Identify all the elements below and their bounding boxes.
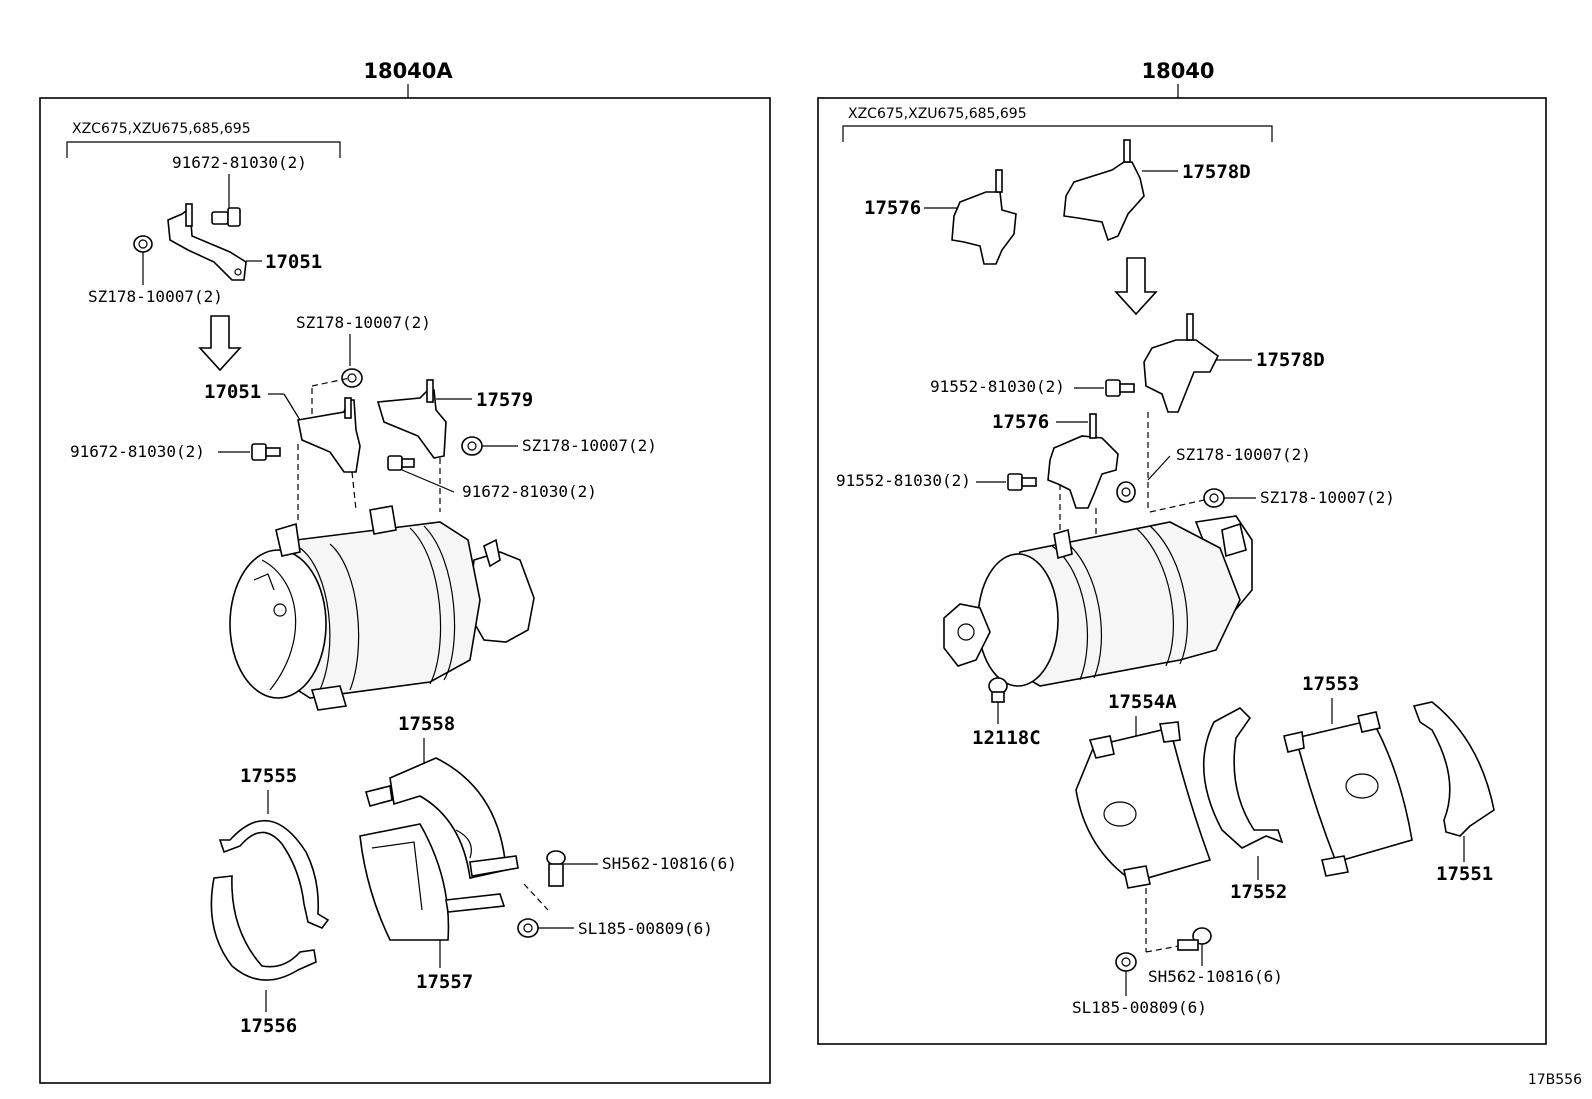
arrow-down-icon [1114,257,1158,316]
converter-assembly-right [943,515,1253,687]
right-callout-band-b: 17551 [1436,863,1493,885]
insulator-17558 [365,757,519,879]
band-17555 [218,819,330,929]
right-model-bracket [842,125,1273,142]
right-callout-nut-small: SL185-00809(6) [1072,998,1207,1017]
nut-icon [517,918,539,938]
right-callout-bolt-upper: 91552-81030(2) [930,377,1065,396]
left-callout-insulator-bottom: 17557 [416,971,473,993]
bolt-icon [1007,473,1037,491]
left-model-bracket [66,141,341,158]
plug-icon [988,677,1008,703]
left-callout-bracket-mid: 17051 [204,381,261,403]
right-callout-bolt-lower: 91552-81030(2) [836,471,971,490]
right-callout-plug: 12118C [972,727,1041,749]
right-callout-bracket-top-left: 17576 [864,197,921,219]
left-assembly-number: 18040A [363,59,453,83]
left-callout-bracket-top: 17051 [265,251,322,273]
bracket-17578D-top [1063,139,1145,242]
right-panel-frame [817,97,1547,1045]
nut-icon [1115,952,1137,972]
left-callout-nut-mid: SZ178-10007(2) [296,313,431,332]
right-callout-screw: SH562-10816(6) [1148,967,1283,986]
left-callout-bolt-right: 91672-81030(2) [462,482,597,501]
screw-icon [1177,927,1212,951]
bracket-17051-mid [297,397,361,473]
nut-icon [1203,488,1225,508]
right-callout-insulator-a: 17554A [1108,691,1177,713]
bracket-17579 [376,379,447,459]
left-panel-frame [39,97,771,1084]
bolt-icon [1105,379,1135,397]
left-callout-band-top: 17555 [240,765,297,787]
right-model-note: XZC675,XZU675,685,695 [848,106,1027,122]
bolt-icon [387,455,415,471]
left-callout-bracket-right: 17579 [476,389,533,411]
nut-icon [461,436,483,456]
insulator-17553 [1283,711,1413,877]
left-callout-nut-top: SZ178-10007(2) [88,287,223,306]
right-panel: 18040 XZC675,XZU675,685,695 17576 17578D… [817,59,1547,1045]
left-callout-bolt-top: 91672-81030(2) [172,153,307,172]
bracket-17578D-mid [1143,313,1220,413]
right-callout-bracket-mid-right: 17578D [1256,349,1325,371]
left-callout-nut-small: SL185-00809(6) [578,919,713,938]
bracket-17576-top [951,169,1017,265]
right-callout-band-a: 17552 [1230,881,1287,903]
nut-icon [341,368,363,388]
right-callout-bracket-top-right: 17578D [1182,161,1251,183]
left-callout-nut-right: SZ178-10007(2) [522,436,657,455]
right-callout-nut-a: SZ178-10007(2) [1176,445,1311,464]
left-callout-insulator-top: 17558 [398,713,455,735]
bracket-17576-mid [1047,413,1119,509]
right-callout-nut-b: SZ178-10007(2) [1260,488,1395,507]
right-assembly-number: 18040 [1141,59,1214,83]
band-17551 [1412,701,1495,837]
left-model-note: XZC675,XZU675,685,695 [72,121,251,137]
bolt-icon [251,443,281,461]
screw-icon [546,850,566,887]
right-callout-insulator-b: 17553 [1302,673,1359,695]
left-callout-bolt-left: 91672-81030(2) [70,442,205,461]
nut-icon [133,235,153,253]
right-callout-bracket-mid-left: 17576 [992,411,1049,433]
left-callout-band-bottom: 17556 [240,1015,297,1037]
figure-code: 17B556 [1528,1072,1582,1088]
bolt-icon [211,207,241,227]
left-callout-screw: SH562-10816(6) [602,854,737,873]
nut-icon [1116,481,1136,503]
bracket-17051-top [167,203,247,281]
left-panel: 18040A XZC675,XZU675,685,695 91672-81030… [39,59,771,1084]
converter-assembly-left [229,505,535,711]
insulator-17554A [1075,721,1212,889]
insulator-17557 [359,823,506,941]
arrow-down-icon [198,315,242,372]
band-17552 [1202,707,1284,849]
band-17556 [210,875,317,981]
